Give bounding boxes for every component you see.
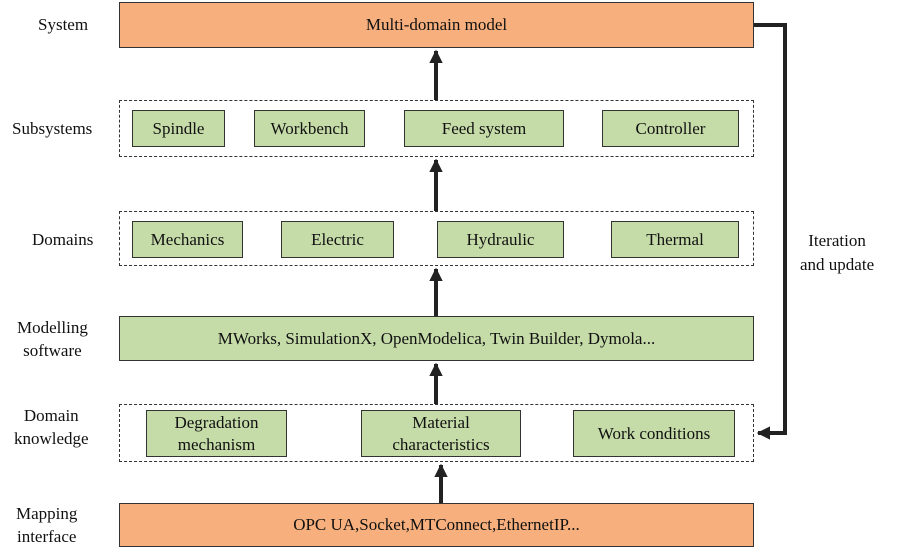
layer-label-line: knowledge xyxy=(14,429,89,448)
subsystems-group xyxy=(119,100,754,157)
domain-thermal: Thermal xyxy=(611,221,739,258)
layer-label-line: interface xyxy=(16,527,77,546)
layer-label-line: Mapping xyxy=(16,504,78,523)
knowledge-line: mechanism xyxy=(177,434,256,454)
knowledge-work-conditions: Work conditions xyxy=(573,410,735,457)
layer-label-line: Domain xyxy=(23,406,79,425)
knowledge-material-characteristics: Material characteristics xyxy=(361,410,521,457)
layer-label-domain-knowledge: Domain knowledge xyxy=(14,404,89,450)
knowledge-line: Material xyxy=(412,412,470,432)
modelling-software-box: MWorks, SimulationX, OpenModelica, Twin … xyxy=(119,316,754,361)
layer-label-domains: Domains xyxy=(32,230,94,249)
domains-group xyxy=(119,211,754,266)
multi-domain-model-box: Multi-domain model xyxy=(119,2,754,48)
feedback-label-line: and update xyxy=(800,255,875,274)
knowledge-line: Degradation xyxy=(174,412,259,432)
arrow-iteration-and-update xyxy=(754,23,787,440)
layer-label-line: Modelling xyxy=(17,318,88,337)
subsystem-feed-system: Feed system xyxy=(404,110,564,147)
layer-label-line: software xyxy=(23,341,82,360)
domain-electric: Electric xyxy=(281,221,394,258)
layer-label-modelling-software: Modelling software xyxy=(17,316,88,362)
layer-label-mapping-interface: Mapping interface xyxy=(16,502,77,548)
subsystem-controller: Controller xyxy=(602,110,739,147)
layer-label-subsystems: Subsystems xyxy=(12,119,93,138)
subsystem-workbench: Workbench xyxy=(254,110,365,147)
domain-mechanics: Mechanics xyxy=(132,221,243,258)
layer-label-system: System xyxy=(38,15,89,34)
subsystem-spindle: Spindle xyxy=(132,110,225,147)
domain-hydraulic: Hydraulic xyxy=(437,221,564,258)
feedback-label-line: Iteration xyxy=(808,231,866,250)
domain-knowledge-group xyxy=(119,404,754,462)
knowledge-line: characteristics xyxy=(392,434,490,454)
knowledge-degradation-mechanism: Degradation mechanism xyxy=(146,410,287,457)
feedback-label: Iteration and update xyxy=(800,229,874,277)
mapping-interface-box: OPC UA,Socket,MTConnect,EthernetIP... xyxy=(119,503,754,547)
